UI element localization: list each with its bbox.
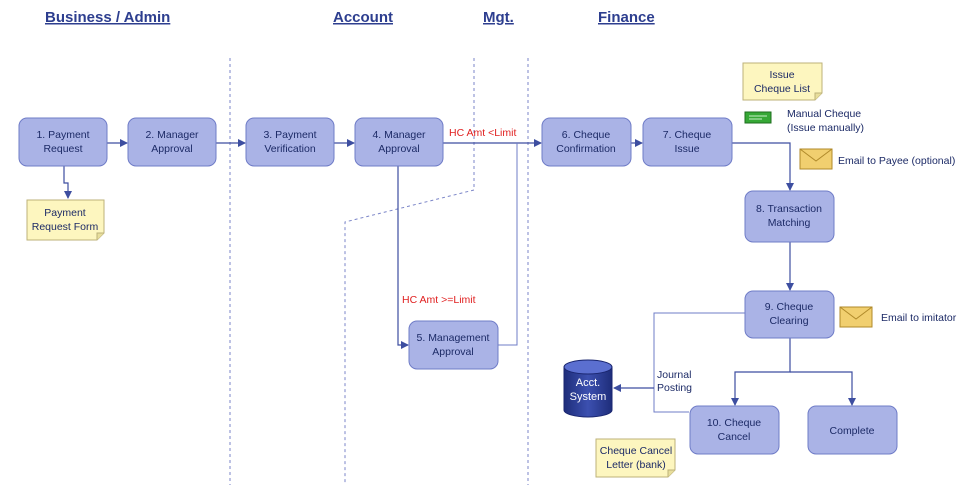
step-3-payment-verification[interactable]: 3. Payment Verification bbox=[245, 117, 335, 167]
email-to-payee-label: Email to Payee (optional) bbox=[838, 155, 955, 167]
step-10-label-line1: 10. Cheque bbox=[707, 417, 761, 429]
manual-cheque-label: Manual Cheque bbox=[787, 108, 861, 120]
svg-text:Cheque List: Cheque List bbox=[754, 83, 810, 95]
acct-system-database-icon[interactable]: Acct. System bbox=[563, 359, 613, 418]
svg-text:Issue: Issue bbox=[769, 69, 794, 81]
manual-cheque-sublabel: (Issue manually) bbox=[787, 122, 864, 134]
svg-text:Letter (bank): Letter (bank) bbox=[606, 459, 666, 471]
step-9-cheque-clearing[interactable]: 9. Cheque Clearing bbox=[744, 290, 835, 339]
step-5-label-line1: 5. Management bbox=[417, 332, 490, 344]
step-6-cheque-confirmation[interactable]: 6. Cheque Confirmation bbox=[541, 117, 632, 167]
svg-text:Request Form: Request Form bbox=[32, 221, 99, 233]
email-to-imitator-label: Email to imitator bbox=[881, 312, 957, 324]
acct-system-label-line1: Acct. bbox=[576, 377, 600, 389]
flow-9-to-journal bbox=[653, 312, 745, 413]
step-5-management-approval[interactable]: 5. Management Approval bbox=[408, 320, 499, 370]
step-8-label-line2: Matching bbox=[768, 217, 811, 229]
step-8-label-line1: 8. Transaction bbox=[756, 203, 822, 215]
condition-greater-equal-limit: HC Amt >=Limit bbox=[402, 294, 476, 306]
flow-9-to-10 bbox=[731, 338, 791, 406]
condition-less-than-limit: HC Amt <Limit bbox=[449, 127, 516, 139]
step-2-label-line2: Approval bbox=[151, 143, 192, 155]
journal-posting-label-line1: Journal bbox=[657, 369, 691, 381]
step-9-label-line2: Clearing bbox=[769, 315, 808, 327]
complete-label: Complete bbox=[830, 425, 875, 437]
flow-7-to-8 bbox=[732, 142, 794, 191]
flow-5-to-6 bbox=[498, 143, 518, 346]
step-1-label-line2: Request bbox=[43, 143, 82, 155]
journal-posting-label-line2: Posting bbox=[657, 382, 692, 394]
step-5-label-line2: Approval bbox=[432, 346, 473, 358]
step-4-label-line1: 4. Manager bbox=[372, 129, 426, 141]
step-6-label-line1: 6. Cheque bbox=[562, 129, 611, 141]
step-complete[interactable]: Complete bbox=[807, 405, 898, 455]
step-2-label-line1: 2. Manager bbox=[145, 129, 199, 141]
step-4-label-line2: Approval bbox=[378, 143, 419, 155]
lane-title-business: Business / Admin bbox=[45, 9, 170, 26]
step-1-payment-request[interactable]: 1. Payment Request bbox=[18, 117, 108, 167]
email-payee-envelope-icon bbox=[799, 148, 833, 170]
step-2-manager-approval[interactable]: 2. Manager Approval bbox=[127, 117, 217, 167]
step-10-cheque-cancel[interactable]: 10. Cheque Cancel bbox=[689, 405, 780, 455]
step-7-label-line1: 7. Cheque bbox=[663, 129, 712, 141]
email-imitator-envelope-icon bbox=[839, 306, 873, 328]
flow-4-to-5 bbox=[397, 166, 409, 349]
step-4-manager-approval[interactable]: 4. Manager Approval bbox=[354, 117, 444, 167]
step-7-cheque-issue[interactable]: 7. Cheque Issue bbox=[642, 117, 733, 167]
cheque-icon bbox=[744, 111, 772, 124]
step-3-label-line2: Verification bbox=[264, 143, 316, 155]
lane-title-account: Account bbox=[333, 9, 393, 26]
payment-request-form-note: Payment Request Form bbox=[26, 199, 105, 241]
issue-cheque-list-note: Issue Cheque List bbox=[742, 62, 823, 101]
svg-text:Payment: Payment bbox=[44, 207, 86, 219]
step-1-label-line1: 1. Payment bbox=[36, 129, 89, 141]
step-8-transaction-matching[interactable]: 8. Transaction Matching bbox=[744, 190, 835, 243]
lane-title-mgt: Mgt. bbox=[483, 9, 514, 26]
acct-system-label-line2: System bbox=[570, 391, 607, 403]
flow-9-to-complete bbox=[790, 371, 856, 406]
step-6-label-line2: Confirmation bbox=[556, 143, 616, 155]
step-7-label-line2: Issue bbox=[674, 143, 699, 155]
flow-1-to-form bbox=[63, 166, 72, 199]
lane-divider-account-mgt bbox=[344, 58, 475, 485]
step-9-label-line1: 9. Cheque bbox=[765, 301, 814, 313]
step-10-label-line2: Cancel bbox=[718, 431, 751, 443]
lane-title-finance: Finance bbox=[598, 9, 655, 26]
cheque-cancel-letter-note: Cheque Cancel Letter (bank) bbox=[595, 438, 676, 478]
step-3-label-line1: 3. Payment bbox=[263, 129, 316, 141]
svg-text:Cheque Cancel: Cheque Cancel bbox=[600, 445, 672, 457]
